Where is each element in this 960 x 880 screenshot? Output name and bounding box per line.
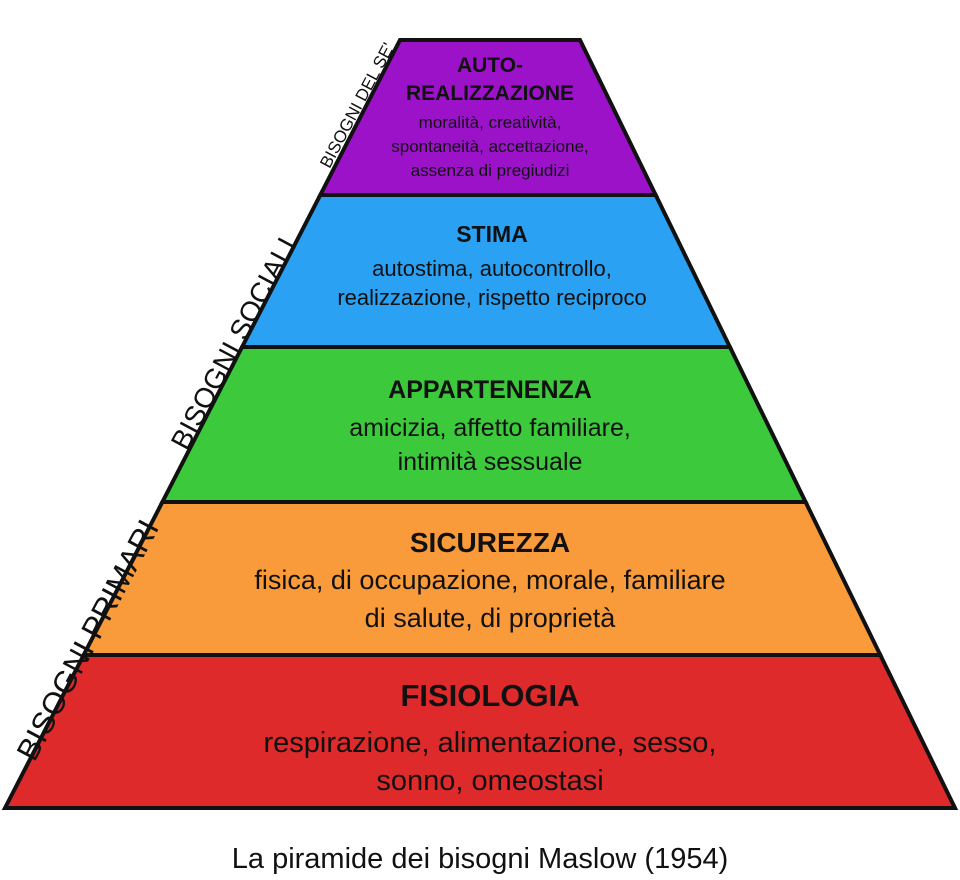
level-physiology: FISIOLOGIA respirazione, alimentazione, … <box>264 678 717 797</box>
level-title: AUTO- <box>457 54 523 77</box>
level-item: assenza di pregiudizi <box>411 161 570 180</box>
level-item: spontaneità, accettazione, <box>391 137 589 156</box>
band-physiology <box>1 653 959 810</box>
level-title: REALIZZAZIONE <box>406 82 574 105</box>
level-item: sonno, omeostasi <box>376 765 603 797</box>
level-self-actualization: AUTO- REALIZZAZIONE moralità, creatività… <box>391 54 589 180</box>
level-item: amicizia, affetto familiare, <box>349 414 631 442</box>
level-safety: SICUREZZA fisica, di occupazione, morale… <box>254 527 725 633</box>
caption: La piramide dei bisogni Maslow (1954) <box>232 843 728 875</box>
level-item: fisica, di occupazione, morale, familiar… <box>254 565 725 595</box>
level-item: moralità, creatività, <box>419 113 562 132</box>
level-title: SICUREZZA <box>410 527 570 558</box>
level-item: realizzazione, rispetto reciproco <box>337 285 646 310</box>
level-belonging: APPARTENENZA amicizia, affetto familiare… <box>349 376 631 476</box>
level-item: intimità sessuale <box>398 448 583 476</box>
level-item: di salute, di proprietà <box>365 603 617 633</box>
level-item: respirazione, alimentazione, sesso, <box>264 727 717 759</box>
level-title: STIMA <box>456 221 528 247</box>
level-title: FISIOLOGIA <box>400 678 579 713</box>
level-title: APPARTENENZA <box>388 376 592 404</box>
level-item: autostima, autocontrollo, <box>372 256 612 281</box>
level-esteem: STIMA autostima, autocontrollo, realizza… <box>337 221 646 310</box>
